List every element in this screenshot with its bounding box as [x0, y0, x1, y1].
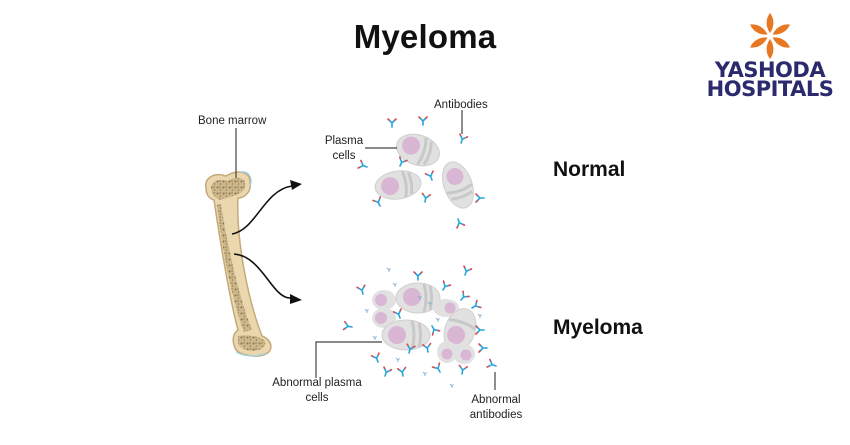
plasma-cells-label: Plasma cells: [324, 134, 364, 164]
abnormal-plasma-cells-label: Abnormal plasma cells: [266, 376, 368, 406]
myeloma-label: Myeloma: [553, 316, 643, 339]
yashoda-logo: YASHODA HOSPITALS: [700, 10, 840, 100]
abnormal-antibodies-line1: Abnormal: [471, 394, 521, 406]
logo-text-yashoda: YASHODA: [714, 58, 826, 82]
logo-text-hospitals: HOSPITALS: [706, 77, 834, 101]
abnormal-plasma-cells-pointer: [315, 341, 382, 378]
flower-icon: [750, 13, 790, 59]
abnormal-antibodies-label: Abnormal antibodies: [466, 393, 526, 423]
antibodies-label: Antibodies: [434, 99, 488, 111]
abnormal-antibodies-line2: antibodies: [469, 409, 523, 421]
abnormal-plasma-cells-line1: Abnormal plasma: [272, 377, 362, 389]
page-title: Myeloma: [353, 18, 497, 55]
abnormal-plasma-cells: [372, 282, 477, 364]
normal-label: Normal: [553, 158, 626, 181]
abnormal-plasma-cells-line2: cells: [305, 392, 329, 404]
plasma-cells-label-line2: cells: [332, 150, 356, 162]
arrow-to-myeloma: [233, 253, 302, 304]
bone-marrow-label: Bone marrow: [198, 115, 267, 127]
femur-bone: [205, 171, 272, 357]
normal-plasma-cells: [374, 133, 475, 209]
plasma-cells-label-line1: Plasma: [324, 135, 364, 147]
arrow-to-normal: [231, 180, 302, 235]
